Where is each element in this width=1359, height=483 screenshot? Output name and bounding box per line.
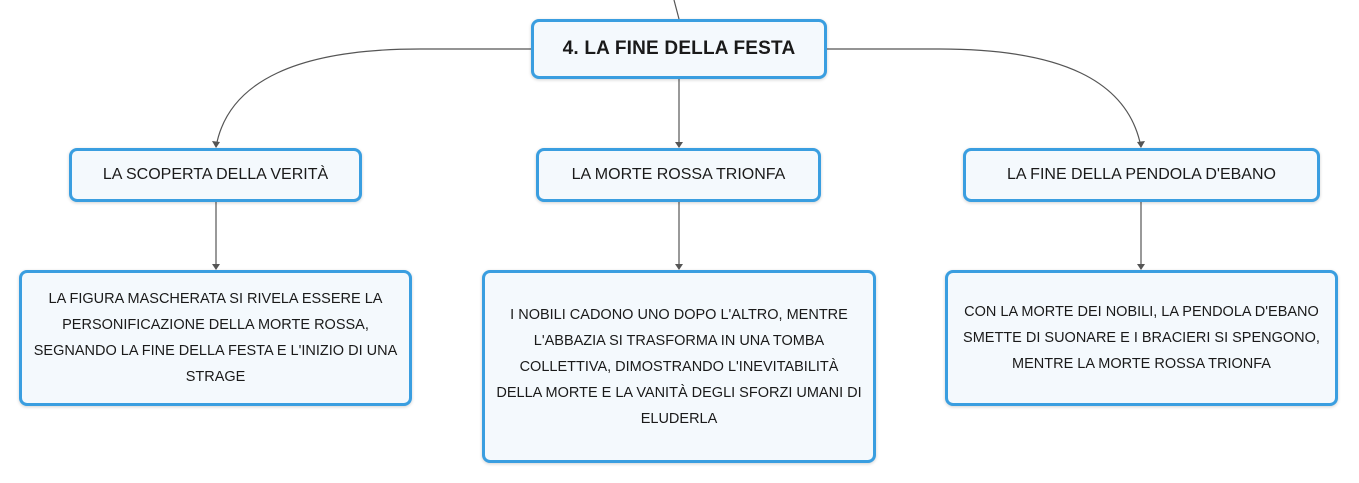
connector-root-topic-3 bbox=[827, 48, 1142, 148]
detail-node-text: LA FIGURA MASCHERATA SI RIVELA ESSERE LA… bbox=[33, 291, 398, 385]
detail-node-morte-rossa-trionfa[interactable]: I NOBILI CADONO UNO DOPO L'ALTRO, MENTRE… bbox=[482, 270, 876, 463]
arrowhead-topic-3 bbox=[1137, 141, 1145, 148]
arrowhead-topic-2 bbox=[675, 142, 683, 148]
topic-node-scoperta-verita[interactable]: LA SCOPERTA DELLA VERITÀ bbox=[69, 148, 362, 202]
root-node-label: 4. LA FINE DELLA FESTA bbox=[562, 38, 796, 59]
root-node[interactable]: 4. LA FINE DELLA FESTA bbox=[531, 19, 827, 79]
detail-node-text: CON LA MORTE DEI NOBILI, LA PENDOLA D'EB… bbox=[963, 304, 1320, 372]
topic-node-morte-rossa-trionfa[interactable]: LA MORTE ROSSA TRIONFA bbox=[536, 148, 821, 202]
connector-from-parent bbox=[673, 0, 680, 20]
connector-root-topic-1 bbox=[215, 48, 531, 148]
topic-node-label: LA SCOPERTA DELLA VERITÀ bbox=[102, 166, 329, 183]
arrowhead-topic-1 bbox=[212, 141, 220, 148]
detail-node-scoperta-verita[interactable]: LA FIGURA MASCHERATA SI RIVELA ESSERE LA… bbox=[19, 270, 412, 406]
topic-node-fine-pendola[interactable]: LA FINE DELLA PENDOLA D'EBANO bbox=[963, 148, 1320, 202]
arrowhead-detail-2 bbox=[675, 264, 683, 270]
topic-node-label: LA FINE DELLA PENDOLA D'EBANO bbox=[1007, 166, 1276, 183]
detail-node-text: I NOBILI CADONO UNO DOPO L'ALTRO, MENTRE… bbox=[496, 306, 862, 427]
detail-node-fine-pendola[interactable]: CON LA MORTE DEI NOBILI, LA PENDOLA D'EB… bbox=[945, 270, 1338, 406]
arrowhead-detail-1 bbox=[212, 264, 220, 270]
arrowhead-detail-3 bbox=[1137, 264, 1145, 270]
topic-node-label: LA MORTE ROSSA TRIONFA bbox=[571, 166, 786, 183]
